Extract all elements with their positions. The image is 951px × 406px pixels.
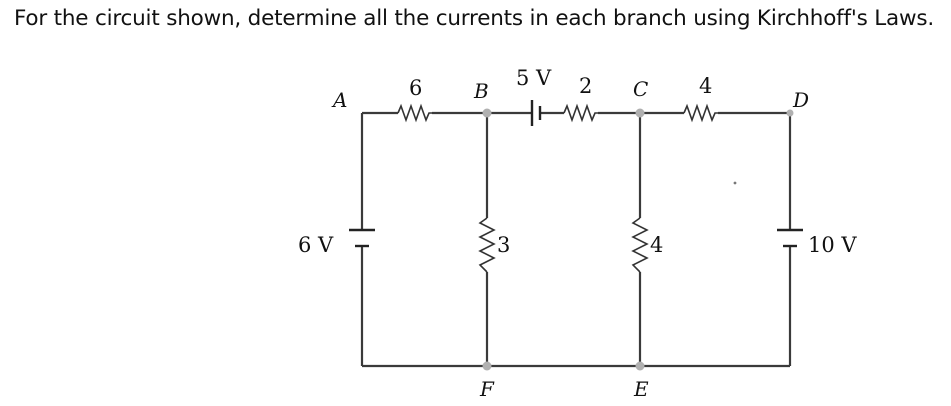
resistor-ab: [397, 103, 432, 123]
node-label-f: F: [479, 377, 495, 401]
resistor-bc-label: 2: [579, 74, 592, 98]
resistor-ce-label: 4: [650, 233, 663, 257]
battery-right: [777, 228, 803, 248]
battery-left-label: 6 V: [298, 233, 334, 257]
resistor-bc: [563, 103, 598, 123]
question-text: For the circuit shown, determine all the…: [14, 6, 935, 31]
resistor-cd-label: 4: [699, 74, 712, 98]
node-label-d: D: [792, 88, 809, 112]
junction-f: [482, 361, 492, 371]
resistor-ce: [631, 217, 649, 273]
node-label-a: A: [331, 88, 347, 112]
junction-e: [635, 361, 645, 371]
resistor-ab-label: 6: [409, 76, 422, 100]
stray-dot: [733, 181, 737, 185]
battery-left: [349, 228, 375, 248]
circuit-wires: [360, 111, 792, 368]
node-label-b: B: [473, 79, 489, 103]
node-label-c: C: [633, 77, 648, 101]
junction-b: [482, 108, 492, 118]
resistor-cd: [683, 103, 718, 123]
resistor-bf-label: 3: [497, 233, 510, 257]
battery-top-label: 5 V: [516, 66, 552, 90]
battery-top: [530, 100, 542, 126]
resistor-bf: [478, 217, 496, 273]
junction-c: [635, 108, 645, 118]
junction-d: [786, 109, 794, 117]
node-label-e: E: [633, 377, 649, 401]
battery-right-label: 10 V: [808, 233, 857, 257]
